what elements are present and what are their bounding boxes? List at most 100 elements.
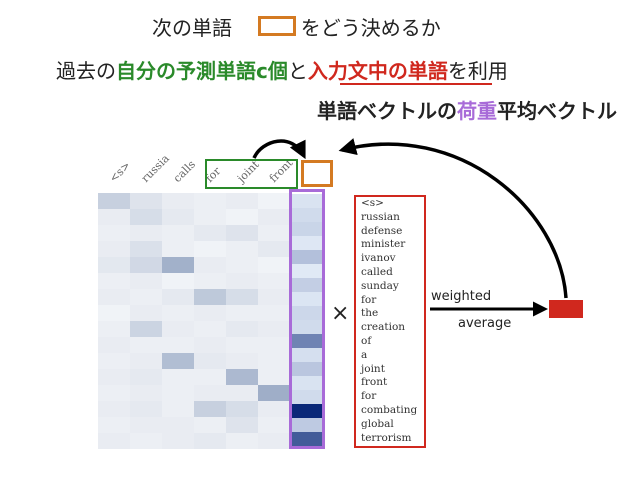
heatmap-cell — [162, 273, 194, 289]
heatmap-cell — [162, 321, 194, 337]
heatmap-cell — [194, 289, 226, 305]
attention-weight-cell — [292, 194, 322, 208]
heatmap-cell — [226, 257, 258, 273]
heatmap-cell — [130, 433, 162, 449]
input-sentence-words: 入力文中の単語 — [307, 59, 448, 83]
heatmap-cell — [194, 353, 226, 369]
heatmap-cell — [98, 225, 130, 241]
source-word: a — [361, 348, 368, 361]
attention-weight-cell — [292, 208, 322, 222]
heatmap-cell — [258, 433, 290, 449]
line2-and: と — [287, 59, 308, 83]
line2-prefix: 過去の — [56, 59, 116, 83]
line3-prefix: 単語ベクトルの — [317, 99, 457, 123]
attention-weight-cell — [292, 432, 322, 446]
attention-weight-cell — [292, 236, 322, 250]
heatmap-cell — [130, 385, 162, 401]
heatmap-cell — [162, 289, 194, 305]
attention-weight-cell — [292, 362, 322, 376]
source-word: for — [361, 293, 377, 306]
input-words-underline — [340, 83, 492, 85]
heatmap-cell — [130, 225, 162, 241]
title-line-3: 単語ベクトルの荷重平均ベクトル — [317, 95, 617, 124]
heatmap-cell — [194, 369, 226, 385]
previous-words-frame — [205, 159, 298, 189]
source-word: ivanov — [361, 252, 396, 265]
heatmap-cell — [130, 273, 162, 289]
heatmap-cell — [194, 401, 226, 417]
attention-weight-cell — [292, 376, 322, 390]
heatmap-cell — [258, 337, 290, 353]
source-word: russian — [361, 210, 400, 223]
line3-suffix: 平均ベクトル — [497, 99, 617, 123]
source-word: called — [361, 266, 393, 278]
source-word: creation — [361, 321, 406, 334]
attention-weight-cell — [292, 334, 322, 348]
heatmap-cell — [258, 385, 290, 401]
attention-weight-cell — [292, 250, 322, 264]
average-label: average — [458, 316, 512, 331]
heatmap-cell — [226, 241, 258, 257]
attention-weight-cell — [292, 306, 322, 320]
source-word: the — [361, 307, 379, 320]
heatmap-cell — [194, 305, 226, 321]
current-attention-column — [289, 189, 325, 449]
attention-weight-cell — [292, 278, 322, 292]
heatmap-cell — [98, 241, 130, 257]
heatmap-cell — [194, 225, 226, 241]
heatmap-cell — [98, 257, 130, 273]
heatmap-cell — [130, 257, 162, 273]
heatmap-cell — [226, 369, 258, 385]
title-line-1: 次の単語 をどう決めるか — [152, 12, 441, 41]
line2-suffix: を利用 — [447, 59, 508, 83]
heatmap-cell — [162, 385, 194, 401]
heatmap-cell — [162, 209, 194, 225]
heatmap-cell — [194, 241, 226, 257]
heatmap-cell — [258, 321, 290, 337]
heatmap-cell — [226, 433, 258, 449]
arrow-prev-to-output — [252, 139, 306, 160]
heatmap-cell — [194, 273, 226, 289]
heatmap-cell — [258, 401, 290, 417]
title-line-2: 過去の自分の予測単語c個と入力文中の単語を利用 — [56, 55, 508, 84]
attention-weight-cell — [292, 348, 322, 362]
attention-weight-cell — [292, 418, 322, 432]
heatmap-cell — [98, 273, 130, 289]
heatmap-cell — [98, 353, 130, 369]
multiply-sign: × — [331, 301, 350, 326]
heatmap-cell — [130, 369, 162, 385]
attention-weight-cell — [292, 320, 322, 334]
source-word: front — [361, 376, 388, 389]
heatmap-cell — [98, 193, 130, 209]
heatmap-cell — [226, 305, 258, 321]
heatmap-cell — [130, 241, 162, 257]
heatmap-cell — [258, 273, 290, 289]
heatmap-cell — [258, 257, 290, 273]
heatmap-cell — [258, 241, 290, 257]
heatmap-cell — [98, 385, 130, 401]
heatmap-cell — [162, 369, 194, 385]
own-predicted-words: 自分の予測単語c個 — [116, 59, 288, 83]
heatmap-cell — [194, 209, 226, 225]
heatmap-cell — [258, 209, 290, 225]
heatmap-cell — [98, 369, 130, 385]
heatmap-cell — [258, 225, 290, 241]
heatmap-cell — [130, 417, 162, 433]
heatmap-cell — [226, 337, 258, 353]
heatmap-cell — [226, 417, 258, 433]
title-line-1-after: をどう決めるか — [300, 16, 441, 40]
heatmap-cell — [130, 401, 162, 417]
heatmap-cell — [194, 337, 226, 353]
arrow-result-to-output — [338, 138, 568, 299]
heatmap-cell — [226, 385, 258, 401]
source-word: terrorism — [361, 431, 412, 444]
heatmap-cell — [98, 433, 130, 449]
heatmap-cell — [130, 193, 162, 209]
attention-weight-cell — [292, 222, 322, 236]
heatmap-cell — [258, 289, 290, 305]
source-word: for — [361, 390, 377, 403]
heatmap-cell — [98, 209, 130, 225]
attention-weight-cell — [292, 390, 322, 404]
source-words-box — [354, 195, 426, 448]
